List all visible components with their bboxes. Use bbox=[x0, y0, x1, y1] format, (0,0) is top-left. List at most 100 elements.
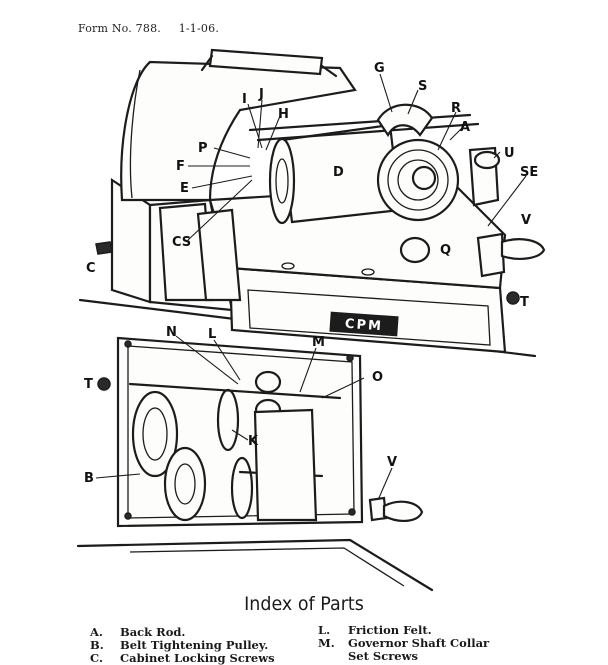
lower-table-inner bbox=[129, 547, 405, 587]
adjust-knob-q bbox=[399, 236, 431, 264]
screw-t-top bbox=[506, 291, 520, 305]
part-key: A. bbox=[90, 625, 103, 639]
label-e: E bbox=[180, 181, 189, 196]
leader-cs bbox=[187, 179, 253, 241]
label-t-top: T bbox=[520, 295, 529, 310]
leader-p bbox=[213, 147, 251, 159]
part-b: B. Belt Tightening Pulley. bbox=[90, 638, 268, 652]
label-b: B bbox=[84, 471, 94, 486]
locking-screw-c bbox=[95, 241, 113, 255]
part-name: Back Rod. bbox=[120, 625, 186, 639]
leader-g bbox=[379, 73, 393, 113]
part-key: B. bbox=[90, 638, 104, 652]
part-name: Set Screws bbox=[348, 649, 418, 663]
label-r: R bbox=[451, 101, 461, 116]
leader-a bbox=[449, 127, 463, 141]
label-g: G bbox=[374, 61, 385, 76]
part-name: Governor Shaft Collar bbox=[348, 636, 490, 650]
leader-v-bottom bbox=[377, 467, 393, 501]
main-pulley-inner bbox=[142, 407, 168, 461]
adjust-knob-u bbox=[473, 150, 501, 170]
label-h: H bbox=[278, 107, 289, 122]
part-a: A. Back Rod. bbox=[90, 625, 185, 639]
label-cs: CS bbox=[172, 235, 191, 250]
part-name: Friction Felt. bbox=[348, 623, 432, 637]
label-v-bottom: V bbox=[387, 455, 397, 470]
screw-t-bottom bbox=[97, 377, 111, 391]
part-key: M. bbox=[318, 636, 335, 650]
index-title: Index of Parts bbox=[244, 593, 364, 615]
part-l: L. Friction Felt. bbox=[318, 623, 432, 637]
lid-edge bbox=[129, 69, 141, 199]
frame-bolt-4 bbox=[348, 508, 356, 516]
part-name: Cabinet Locking Screws bbox=[120, 651, 275, 665]
leader-e bbox=[191, 175, 253, 189]
label-t-bottom: T bbox=[84, 377, 93, 392]
gear-k bbox=[216, 388, 240, 452]
crank-hub-top bbox=[476, 232, 506, 278]
leader-j bbox=[257, 99, 263, 149]
label-i: I bbox=[242, 92, 247, 107]
leader-h bbox=[265, 115, 281, 151]
label-p: P bbox=[198, 141, 208, 156]
form-number: Form No. 788. bbox=[78, 22, 161, 35]
leader-se bbox=[487, 175, 527, 227]
reproducer-ring-2 bbox=[397, 159, 439, 201]
bottom-interior-drawing bbox=[76, 335, 434, 592]
side-panel-b bbox=[196, 208, 242, 302]
belt-pulley bbox=[163, 446, 207, 522]
label-m: M bbox=[312, 335, 325, 350]
crank-handle-top bbox=[500, 238, 546, 260]
frame-bolt-3 bbox=[124, 512, 132, 520]
leader-m bbox=[299, 347, 317, 393]
carry-handle bbox=[208, 48, 324, 76]
part-m-cont: Set Screws bbox=[318, 649, 418, 663]
deck-hole-2 bbox=[361, 268, 375, 276]
leader-l bbox=[213, 339, 241, 381]
part-c: C. Cabinet Locking Screws bbox=[90, 651, 275, 665]
form-date: 1-1-06. bbox=[178, 22, 220, 35]
motor-spring-barrel bbox=[253, 408, 318, 522]
governor-shaft bbox=[128, 382, 342, 400]
back-rod bbox=[248, 113, 472, 132]
label-u: U bbox=[504, 146, 515, 161]
label-q: Q bbox=[440, 243, 451, 258]
label-d: D bbox=[333, 165, 344, 180]
governor-ball-1 bbox=[254, 370, 282, 394]
label-c: C bbox=[86, 261, 96, 276]
label-o: O bbox=[372, 370, 383, 385]
leader-u bbox=[493, 151, 501, 159]
handle-brackets bbox=[200, 54, 338, 78]
part-key: L. bbox=[318, 623, 331, 637]
part-m: M. Governor Shaft Collar bbox=[318, 636, 489, 650]
label-a: A bbox=[460, 120, 470, 135]
leader-k bbox=[231, 429, 249, 441]
deck-hole-1 bbox=[281, 262, 295, 270]
lower-table-edge bbox=[76, 538, 434, 592]
label-se: SE bbox=[520, 165, 538, 180]
frame-bolt-1 bbox=[124, 340, 132, 348]
leader-b bbox=[95, 473, 141, 479]
reproducer-ring-1 bbox=[387, 149, 449, 211]
maker-plate-text: CPM bbox=[344, 317, 383, 335]
form-header: Form No. 788. 1-1-06. bbox=[78, 22, 233, 35]
label-j: J bbox=[258, 87, 264, 102]
leader-r bbox=[437, 111, 457, 151]
crank-handle-bottom bbox=[382, 500, 424, 522]
part-key: C. bbox=[90, 651, 103, 665]
leader-i bbox=[247, 103, 263, 149]
cabinet-front-inset bbox=[247, 289, 491, 346]
label-k: K bbox=[248, 434, 259, 449]
gear-lower bbox=[230, 456, 254, 520]
label-s: S bbox=[418, 79, 427, 94]
part-name: Belt Tightening Pulley. bbox=[120, 638, 269, 652]
label-l: L bbox=[208, 327, 216, 342]
belt-pulley-inner bbox=[174, 463, 196, 505]
label-v-top: V bbox=[521, 213, 531, 228]
speaker-arm bbox=[376, 103, 434, 138]
reproducer-center bbox=[411, 165, 437, 191]
label-f: F bbox=[176, 159, 185, 174]
top-mechanism-drawing: C P M bbox=[78, 48, 546, 358]
leader-s bbox=[407, 89, 419, 115]
